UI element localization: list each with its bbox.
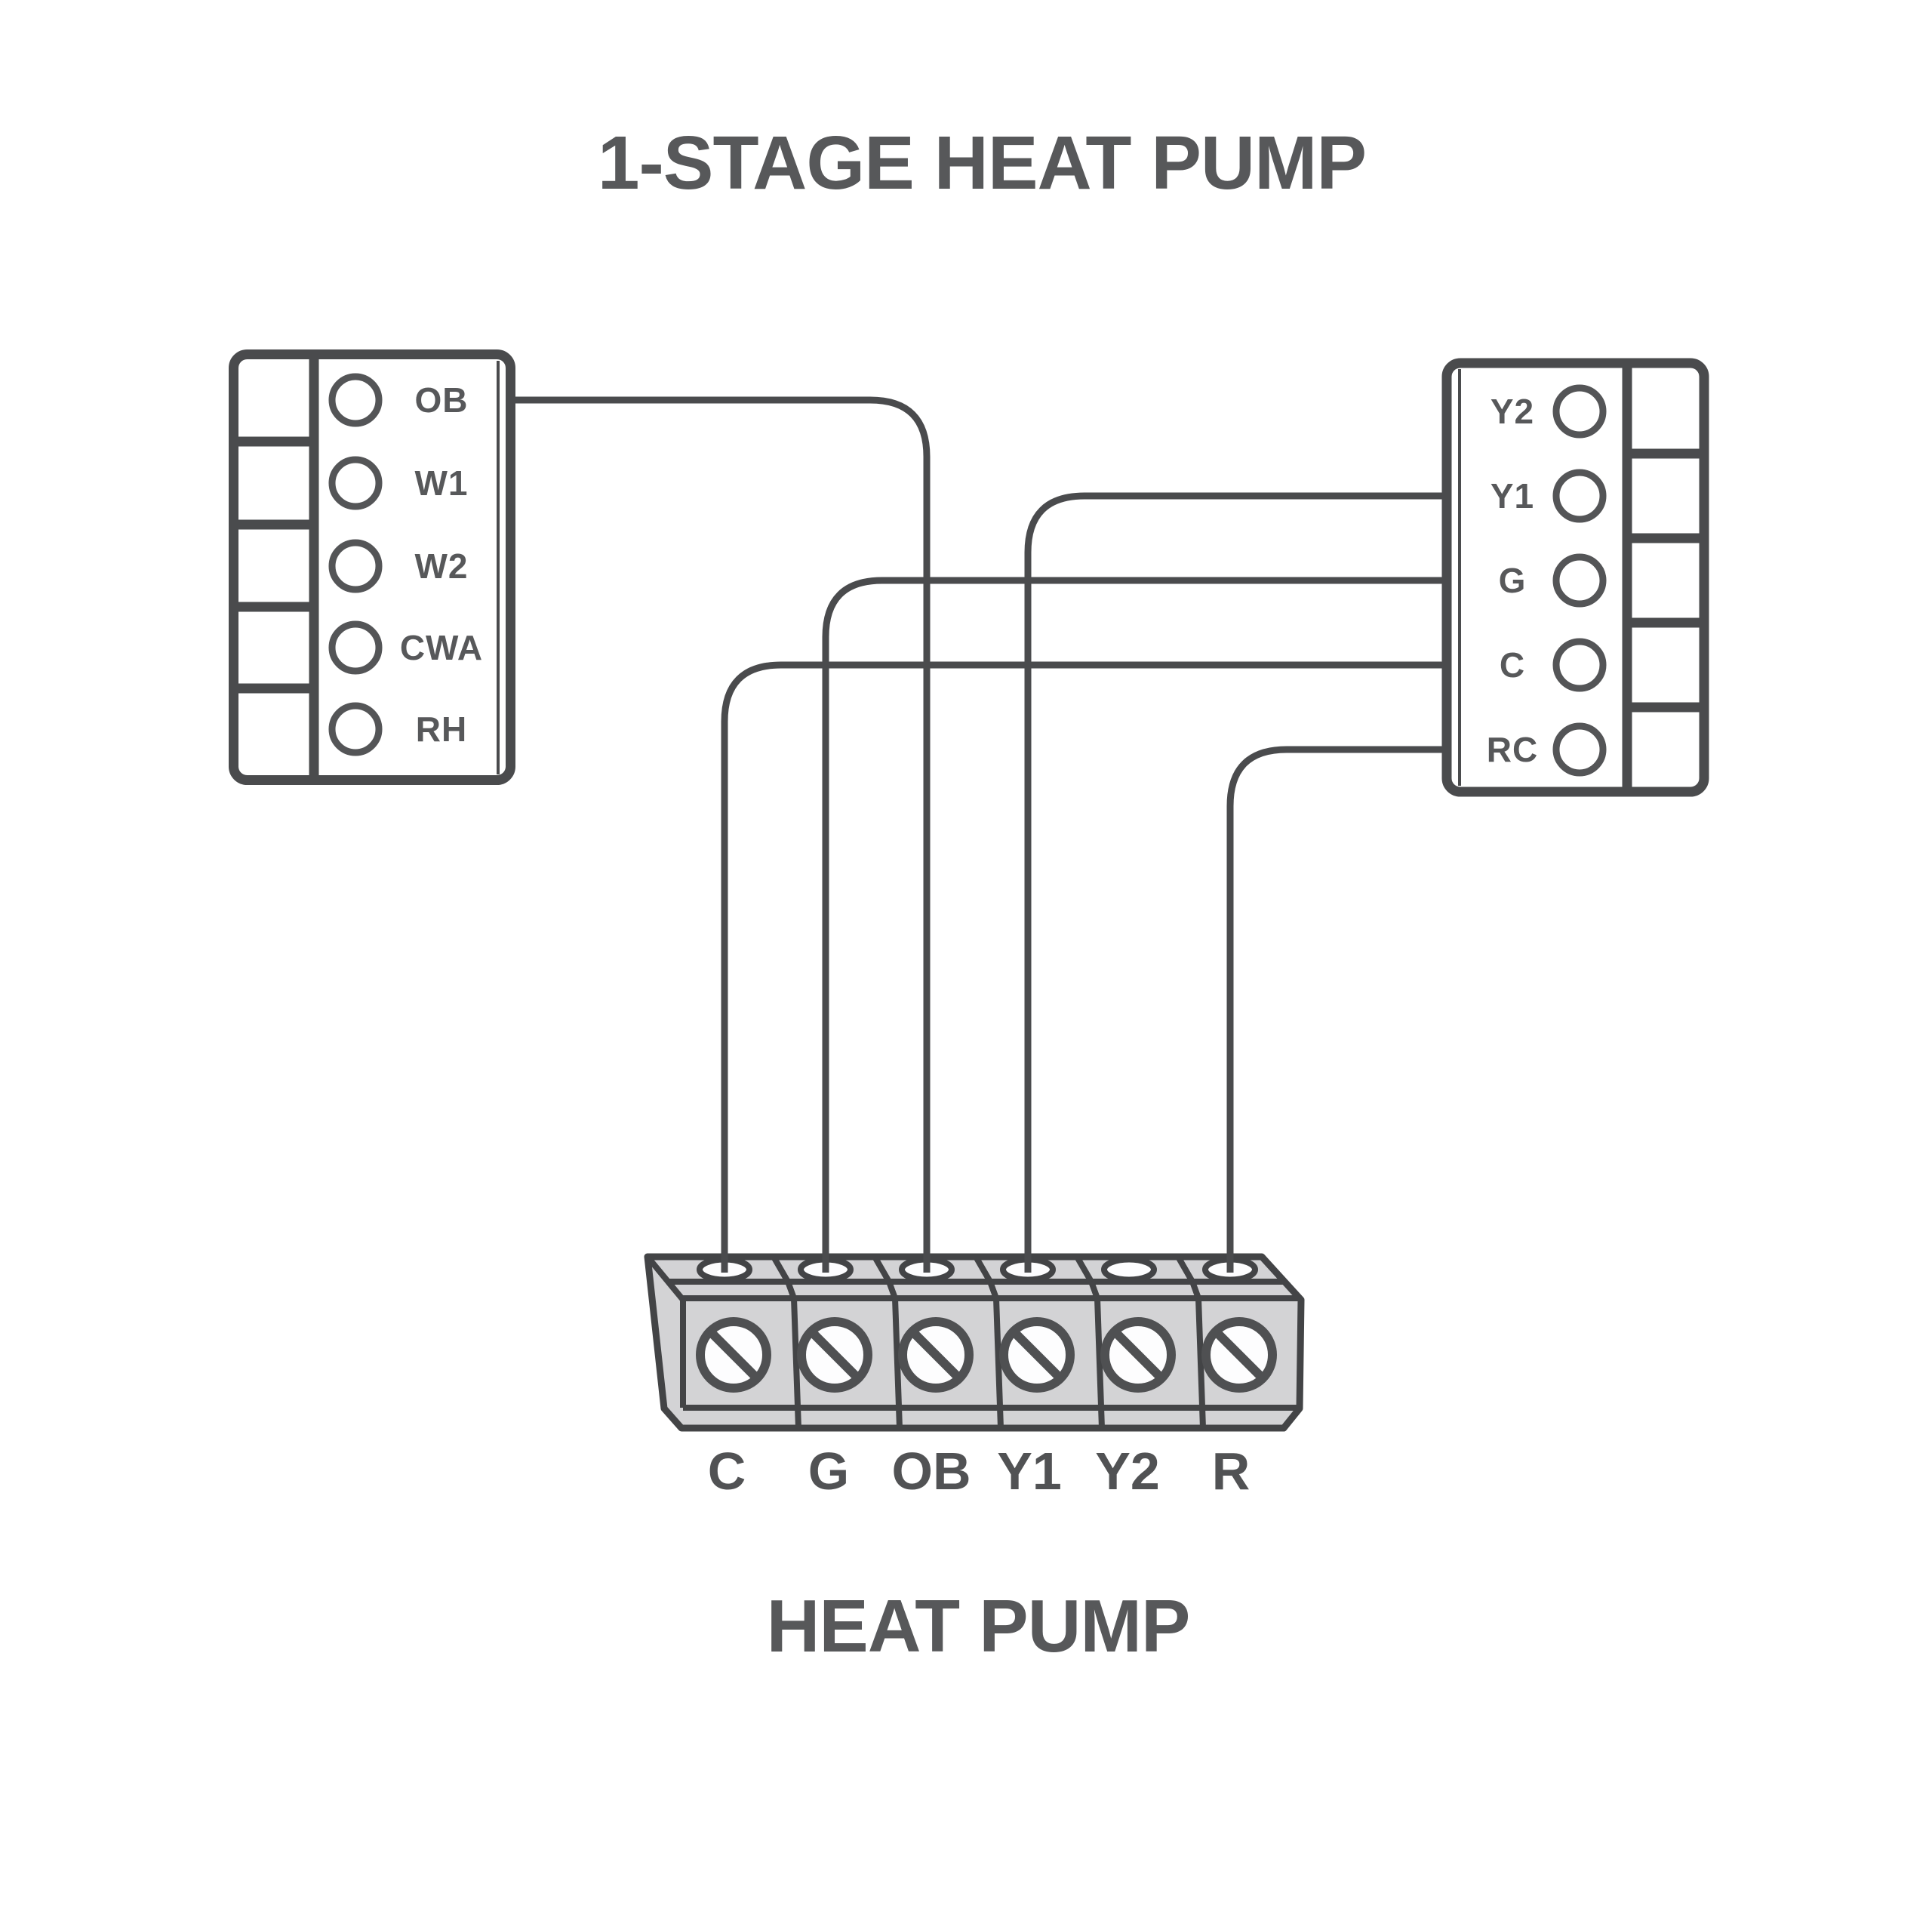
strip-hole-y2 [1101, 1256, 1157, 1283]
screw-terminal-c [696, 1317, 771, 1393]
strip-label-g: G [808, 1442, 849, 1501]
screw-slot-y2 [1111, 1328, 1165, 1382]
terminal-label-y1: Y1 [1491, 476, 1534, 516]
strip-top-divider [1175, 1255, 1195, 1283]
terminal-label-w1: W1 [415, 463, 469, 503]
strip-top-divider [771, 1255, 791, 1283]
screw-terminal-r [1201, 1317, 1277, 1393]
screw-slot-r [1212, 1328, 1266, 1382]
terminal-label-ob: OB [415, 380, 469, 420]
strip-label-ob: OB [892, 1442, 971, 1501]
strip-front-divider [892, 1298, 903, 1429]
terminal-circle-rc [1552, 722, 1607, 777]
heat-pump-terminal-strip: C G OB Y1 Y2 R [644, 1253, 1305, 1501]
strip-label-y1: Y1 [997, 1442, 1062, 1501]
strip-front-divider [1094, 1298, 1105, 1429]
terminal-circle-rh [328, 702, 383, 756]
strip-front-divider [791, 1298, 801, 1429]
page-title: 1-STAGE HEAT PUMP [598, 121, 1366, 205]
strip-band-divider [987, 1280, 999, 1300]
thermostat-right-block: Y2 Y1 G C RC [1441, 358, 1709, 797]
thermostat-left-block: OB W1 W2 CWA RH [229, 349, 515, 785]
wire-g-to-g [822, 577, 1447, 1273]
terminal-label-w2: W2 [415, 546, 469, 586]
wire-y1-to-y1 [1024, 492, 1447, 1273]
strip-top-divider [1074, 1255, 1094, 1283]
terminal-label-c: C [1500, 645, 1525, 685]
terminal-label-g: G [1499, 561, 1527, 600]
heat-pump-label: HEAT PUMP [767, 1584, 1190, 1667]
strip-left-corner-edge [645, 1254, 686, 1302]
terminal-circle-w1 [328, 456, 383, 510]
terminal-circle-g [1552, 553, 1607, 608]
screw-slot-c [706, 1328, 761, 1382]
strip-top-divider [872, 1255, 892, 1283]
terminal-circle-ob [328, 373, 383, 427]
terminal-circle-cwa [328, 620, 383, 675]
wires [510, 396, 1447, 1273]
strip-top-divider [973, 1255, 993, 1283]
terminal-label-cwa: CWA [400, 628, 483, 667]
screw-slot-ob [909, 1328, 963, 1382]
terminal-label-rc: RC [1487, 730, 1538, 769]
screw-terminal-y2 [1100, 1317, 1176, 1393]
strip-label-r: R [1212, 1442, 1251, 1501]
strip-front-divider [993, 1298, 1004, 1429]
wire-ob-to-ob [510, 396, 931, 1273]
wire-c-to-c [721, 661, 1447, 1273]
screw-terminal-g [797, 1317, 872, 1393]
strip-front-divider [1195, 1298, 1206, 1429]
terminal-circle-y1 [1552, 469, 1607, 523]
strip-label-c: C [708, 1442, 746, 1501]
strip-band-divider [1189, 1280, 1201, 1300]
screw-terminal-ob [898, 1317, 974, 1393]
terminal-circle-c [1552, 638, 1607, 692]
screw-terminal-y1 [999, 1317, 1075, 1393]
wire-rc-to-r [1226, 746, 1447, 1273]
screw-slot-g [808, 1328, 862, 1382]
terminal-circle-y2 [1552, 384, 1607, 439]
terminal-label-rh: RH [416, 710, 467, 749]
strip-band-divider [1088, 1280, 1100, 1300]
strip-band-divider [785, 1280, 797, 1300]
strip-label-y2: Y2 [1095, 1442, 1160, 1501]
terminal-circle-w2 [328, 539, 383, 593]
screw-slot-y1 [1010, 1328, 1064, 1382]
terminal-label-y2: Y2 [1491, 392, 1534, 431]
strip-band-divider [886, 1280, 898, 1300]
